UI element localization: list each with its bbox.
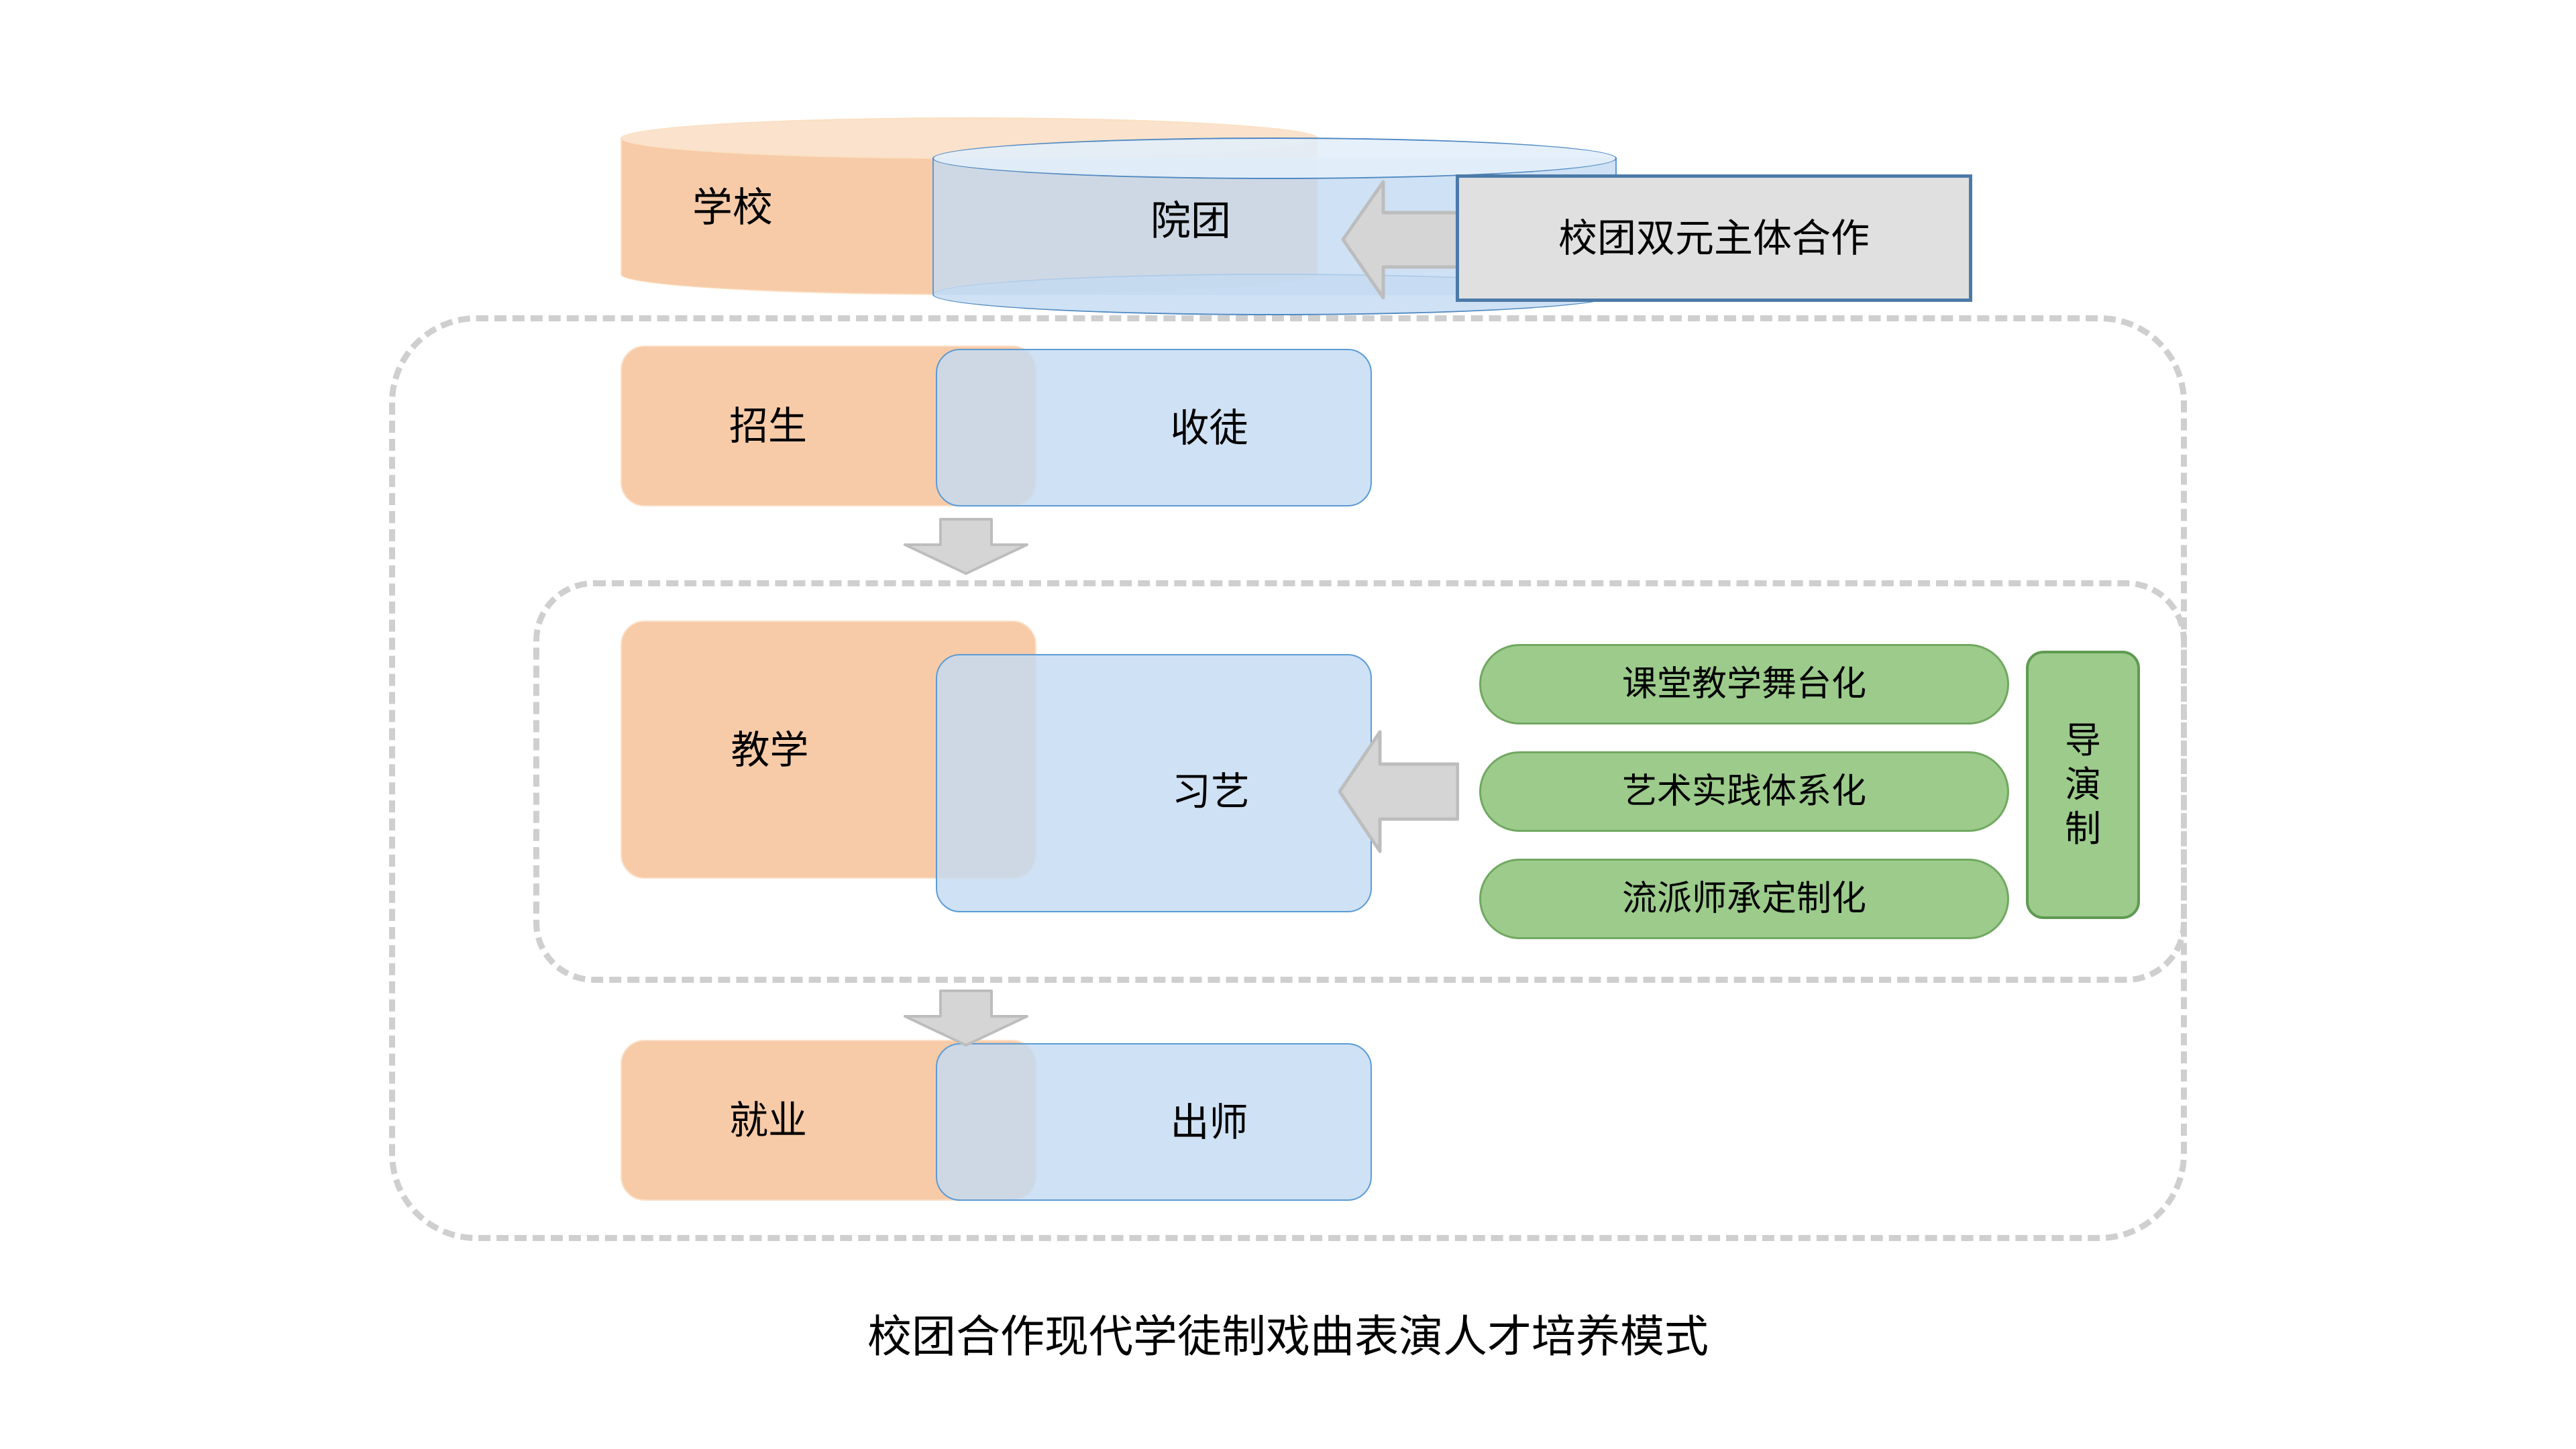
arrow-down-icon-2 <box>902 989 1030 1046</box>
cylinder-school-label: 学校 <box>692 184 773 231</box>
arrow-left-icon-mid <box>1338 728 1459 855</box>
inner-dashed-container <box>533 580 2187 983</box>
vertical-box-char-3: 制 <box>2065 807 2101 850</box>
callout-label: 校团双元主体合作 <box>1558 215 1870 261</box>
pill-school-lineage-custom: 流派师承定制化 <box>1479 859 2009 939</box>
cylinder-troupe-top <box>932 138 1617 179</box>
pill-classroom-stage-label: 课堂教学舞台化 <box>1621 664 1866 704</box>
vertical-box-char-2: 演 <box>2065 763 2101 806</box>
diagram-caption: 校团合作现代学徒制戏曲表演人才培养模式 <box>867 1311 1709 1362</box>
arrow-down-icon-1 <box>902 518 1030 575</box>
cylinder-troupe-label: 院团 <box>1150 198 1231 245</box>
box-troupe-employment-label: 出师 <box>1170 1099 1248 1145</box>
box-troupe-recruitment-label: 收徒 <box>1170 405 1248 451</box>
box-troupe-employment: 出师 <box>936 1043 1372 1201</box>
callout-dual-subject-cooperation: 校团双元主体合作 <box>1456 174 1972 302</box>
pill-school-lineage-custom-label: 流派师承定制化 <box>1621 879 1866 919</box>
pill-art-practice-system: 艺术实践体系化 <box>1479 751 2009 832</box>
arrow-left-icon-top <box>1342 178 1462 302</box>
pill-classroom-stage: 课堂教学舞台化 <box>1479 644 2009 724</box>
vertical-box-char-1: 导 <box>2065 719 2101 762</box>
pill-art-practice-system-label: 艺术实践体系化 <box>1621 771 1866 812</box>
box-school-recruitment-label: 招生 <box>729 403 807 449</box>
box-troupe-teaching: 习艺 <box>936 654 1372 912</box>
box-troupe-teaching-label: 习艺 <box>1171 769 1250 814</box>
box-school-employment-label: 就业 <box>729 1097 807 1143</box>
box-school-teaching-label: 教学 <box>731 727 809 773</box>
vertical-box-director-system: 导 演 制 <box>2026 651 2140 919</box>
box-troupe-recruitment: 收徒 <box>936 349 1372 506</box>
